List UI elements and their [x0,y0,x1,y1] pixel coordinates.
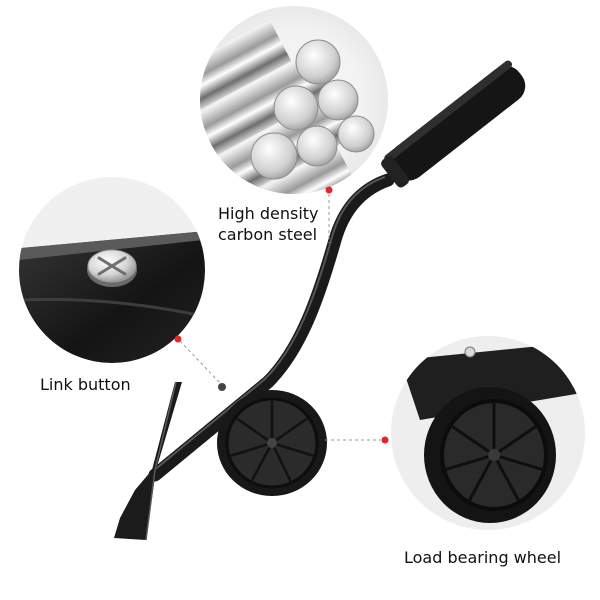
handle-grip [381,60,526,188]
callout-steel-line2: carbon steel [218,225,318,244]
steel-rods-detail [200,6,388,194]
callout-lines [174,186,389,444]
callout-steel-line1: High density [218,204,319,223]
callout-dot-link [174,335,182,343]
link-button-detail [19,177,205,363]
steel-rod-end [295,39,341,85]
blade [114,382,182,540]
steel-rod-end [317,79,359,121]
link-screw-icon [87,249,137,287]
steel-rod-end [250,132,298,180]
callout-wheel-label: Load bearing wheel [404,548,562,567]
wheel-spokes [443,403,545,504]
callout-dot-steel [325,186,333,194]
wheel-detail [391,336,585,530]
steel-rod-end [273,85,319,131]
edger-tool [114,60,526,541]
main-wheel [217,390,327,496]
steel-rod-end [296,125,338,167]
callout-dot-wheel [381,436,389,444]
steel-rod-end [337,115,375,153]
callout-link-label: Link button [40,375,131,394]
callout-steel-label: High density carbon steel [218,203,328,245]
